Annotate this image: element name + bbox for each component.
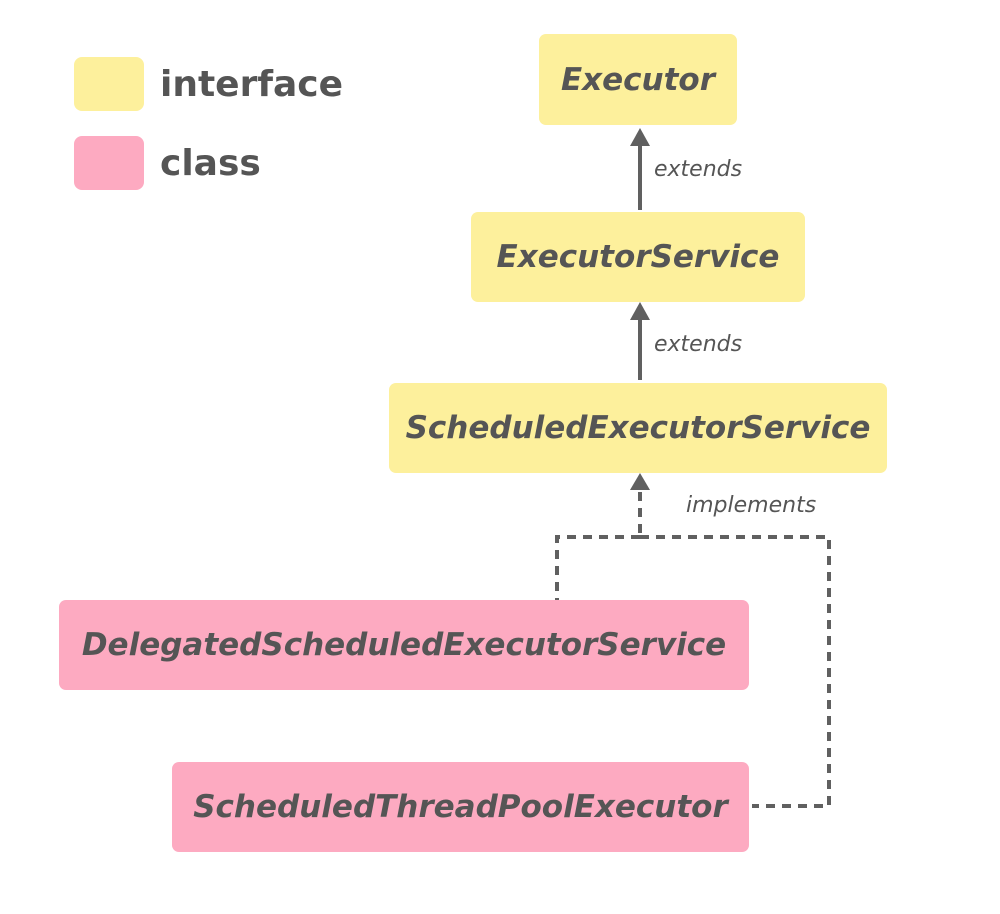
edge-label-extends-top: extends [654,157,743,182]
implements-dashed-left-branch [555,535,640,600]
implements-dashed-right-branch [640,535,831,808]
edge-label-implements: implements [686,493,817,518]
legend-interface-swatch [74,57,144,111]
extends-arrow-head-middle [630,302,650,320]
edge-label-extends-middle: extends [654,332,743,357]
legend-class-label: class [160,143,261,184]
node-scheduled-executor-service: ScheduledExecutorService [389,383,887,473]
node-executor-service: ExecutorService [471,212,805,302]
legend-class-swatch [74,136,144,190]
legend-interface-label: interface [160,64,344,105]
node-delegated-scheduled-executor-service: DelegatedScheduledExecutorService [59,600,749,690]
node-executor: Executor [539,34,737,125]
implements-arrow-head [630,473,650,490]
node-scheduled-thread-pool-executor: ScheduledThreadPoolExecutor [172,762,749,852]
extends-arrow-head-top [630,128,650,146]
